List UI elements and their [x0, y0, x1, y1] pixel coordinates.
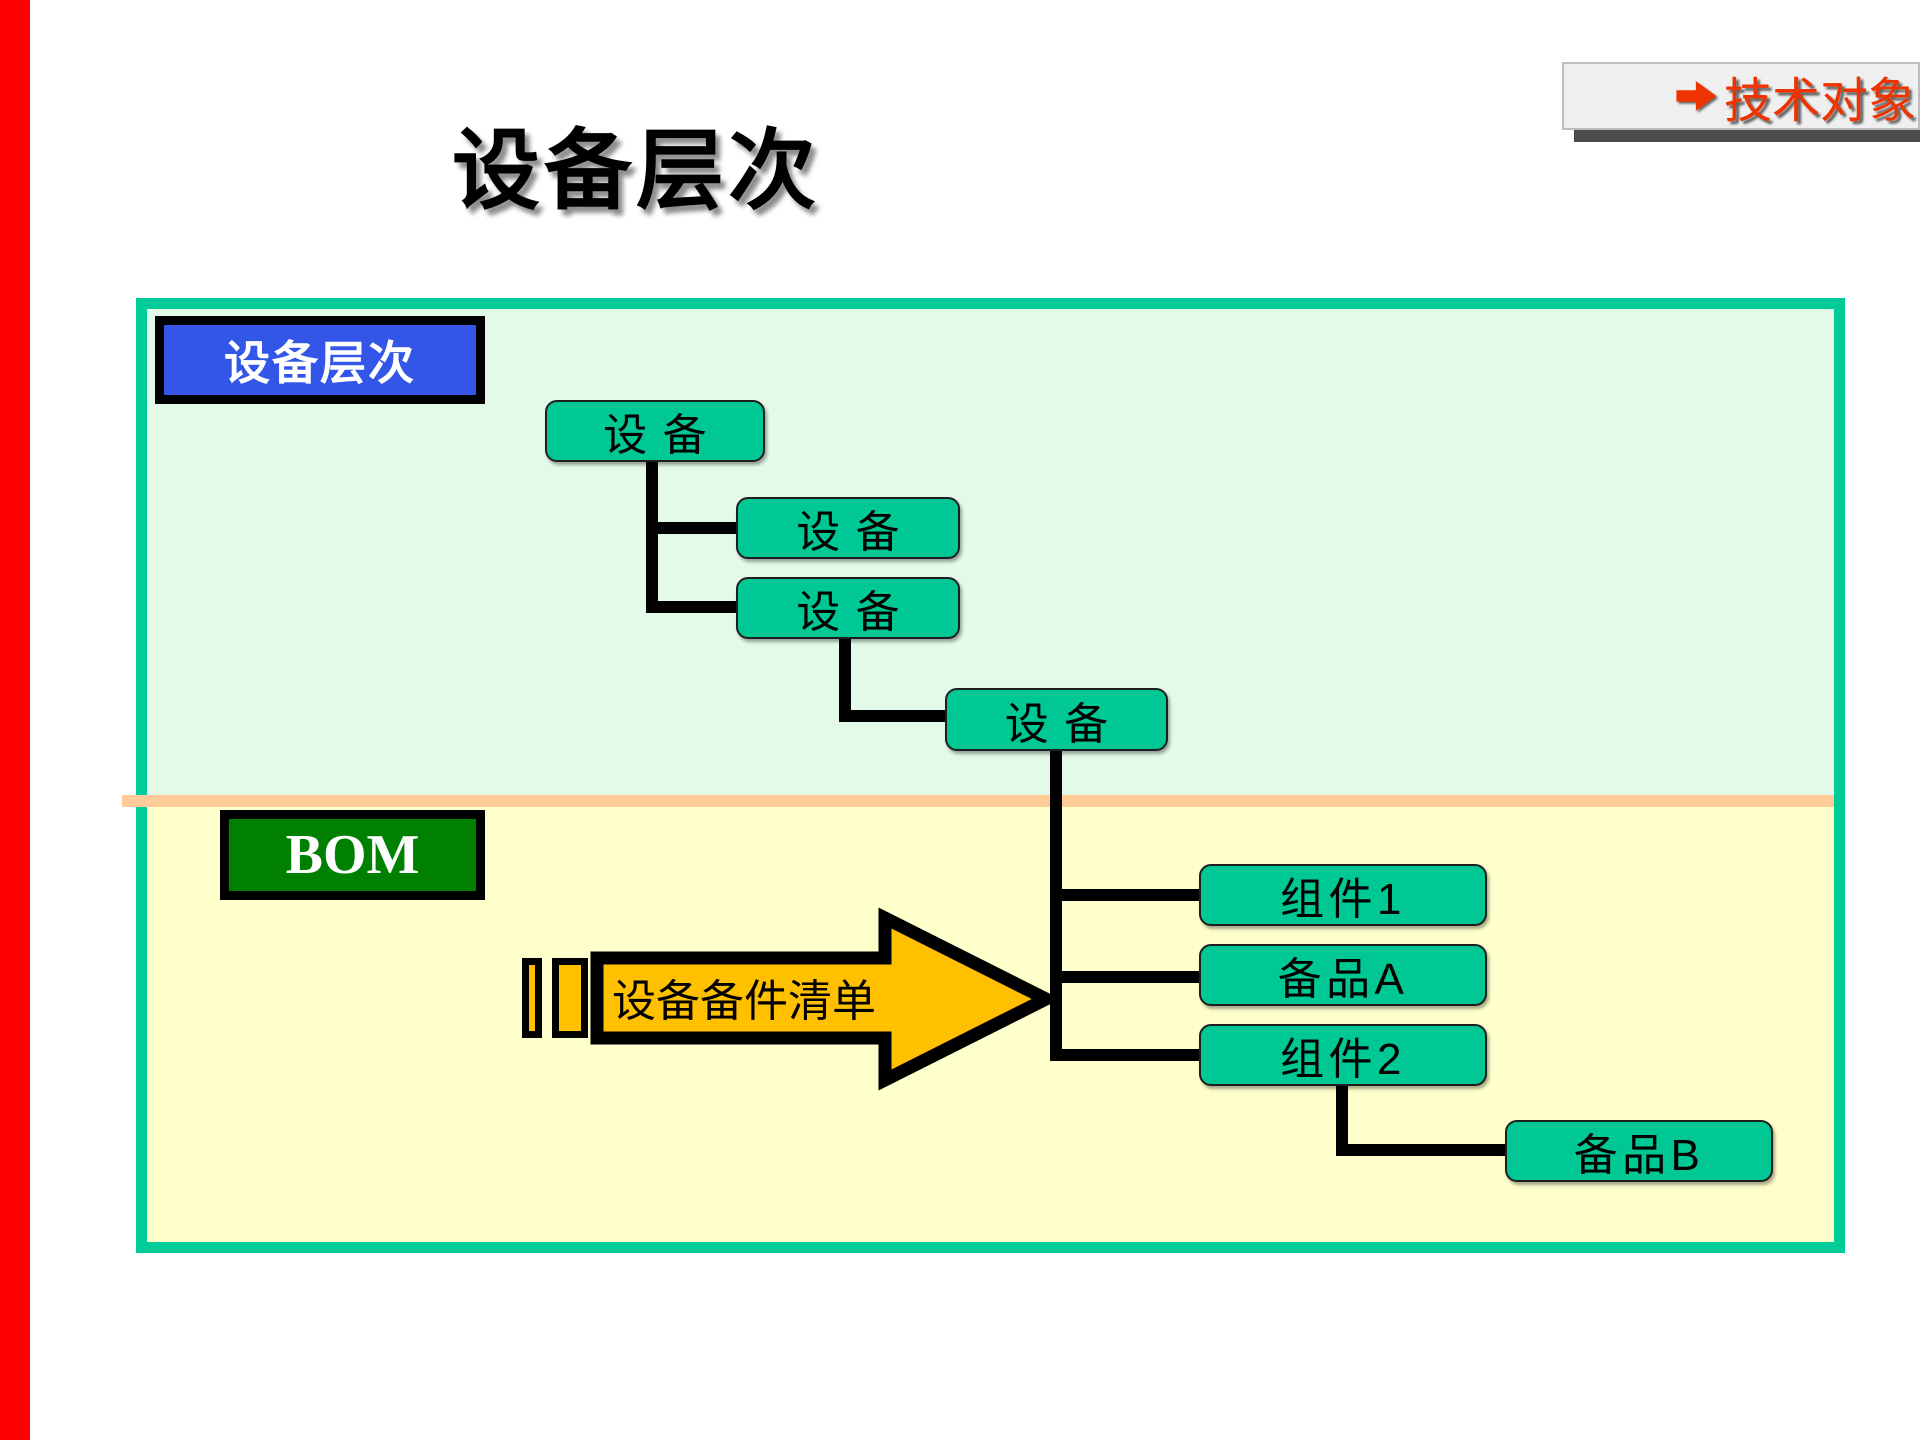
hierarchy-label: 设备层次	[155, 316, 485, 404]
component-node-2: 组件2	[1199, 1024, 1487, 1086]
spare-part-node-b: 备品B	[1505, 1120, 1773, 1182]
equipment-node-2: 设备	[736, 497, 960, 559]
equipment-node-1: 设备	[545, 400, 765, 462]
section-divider	[122, 795, 1834, 807]
technical-object-label: 技术对象	[1723, 75, 1916, 128]
connector-branch-equip2	[646, 522, 742, 534]
connector-branch-component2	[1050, 1049, 1205, 1061]
red-arrow-icon	[1676, 81, 1717, 111]
connector-trunk-equip3	[839, 637, 851, 722]
arrow-stripe-1	[522, 958, 542, 1038]
page-title: 设备层次	[452, 118, 821, 222]
connector-branch-equip3	[646, 601, 742, 613]
diagram-container	[122, 298, 1845, 1253]
arrow-body	[590, 907, 1061, 1091]
connector-branch-component1	[1050, 889, 1205, 901]
equipment-node-3: 设备	[736, 577, 960, 639]
connector-trunk-component2	[1336, 1084, 1348, 1156]
equipment-node-4: 设备	[945, 688, 1168, 751]
connector-branch-equip4	[839, 710, 951, 722]
spare-part-node-a: 备品A	[1199, 944, 1487, 1006]
spare-parts-list-label: 设备备件清单	[612, 977, 876, 1026]
connector-branch-spare-a	[1050, 971, 1205, 983]
striped-arrow	[522, 907, 1061, 1091]
arrow-stripe-2	[552, 958, 588, 1038]
connector-trunk-root	[646, 458, 658, 613]
left-accent-bar	[0, 0, 30, 1440]
bom-label: BOM	[220, 810, 485, 900]
component-node-1: 组件1	[1199, 864, 1487, 926]
technical-object-link[interactable]: 技术对象	[1562, 62, 1920, 130]
connector-branch-spare-b	[1336, 1144, 1511, 1156]
